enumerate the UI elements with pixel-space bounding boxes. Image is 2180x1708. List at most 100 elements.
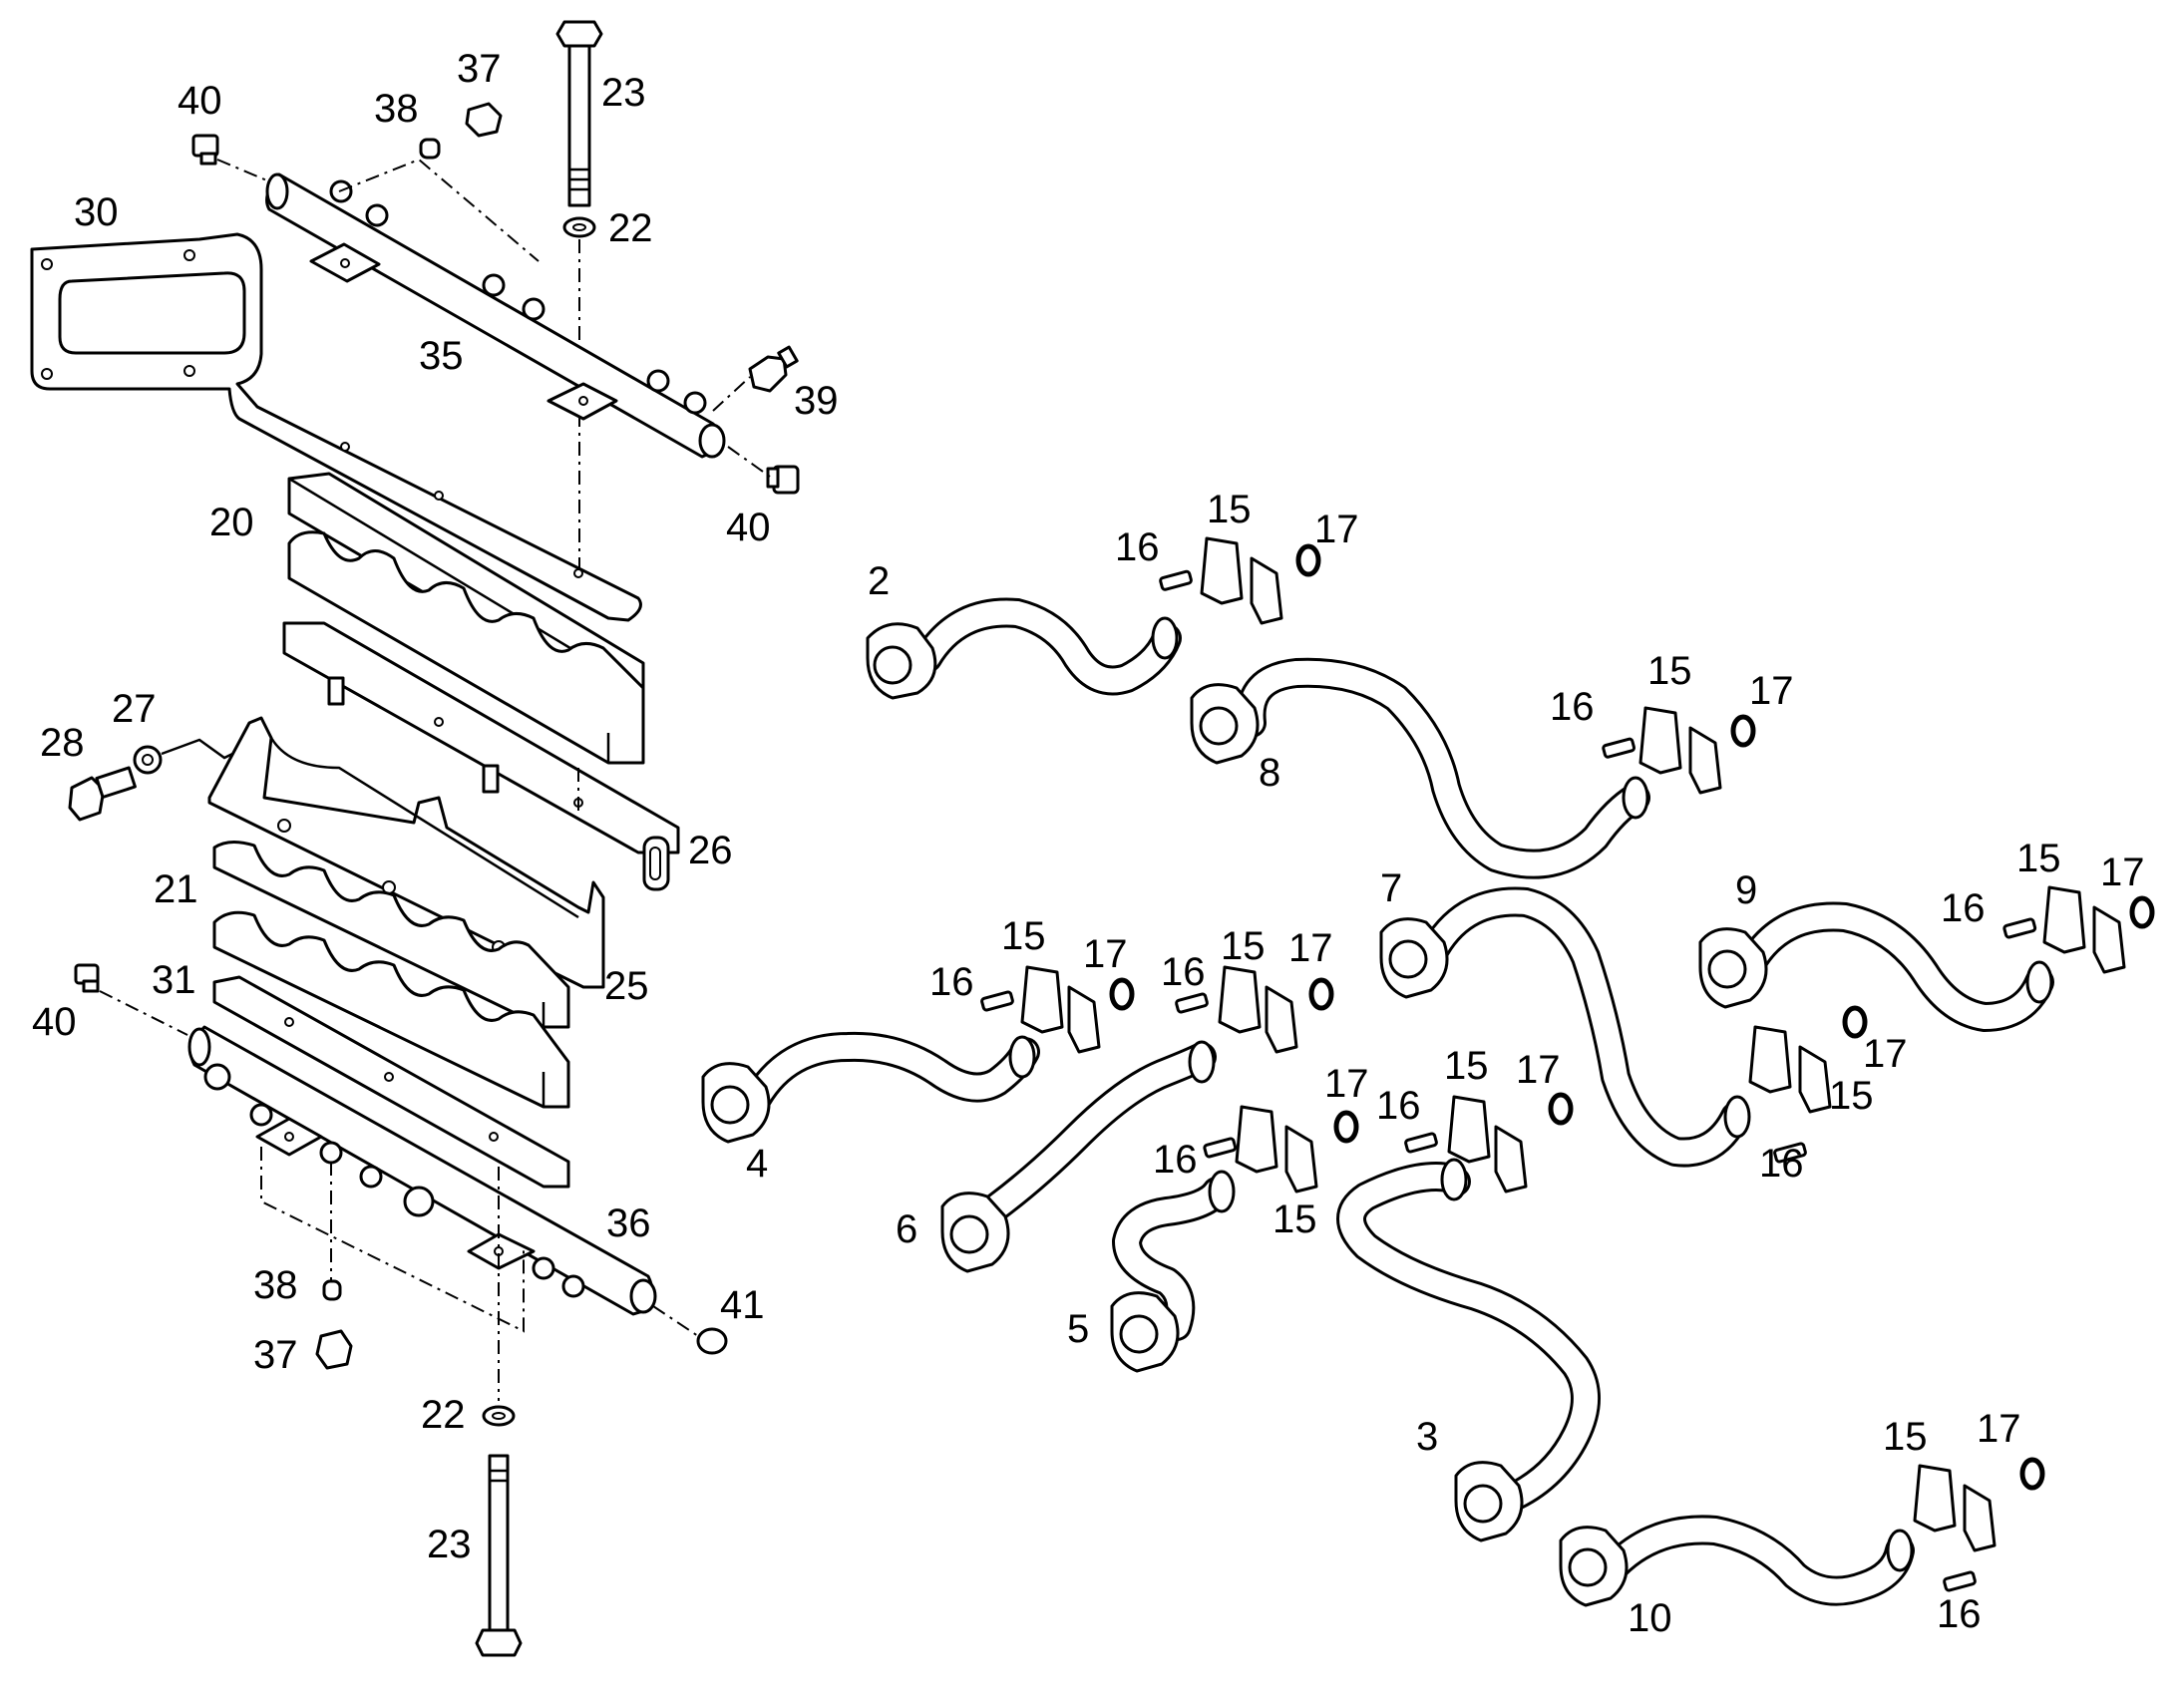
- plug-40-top-left: [191, 134, 219, 166]
- callout-15: 15: [1647, 649, 1692, 693]
- callout-17: 17: [1516, 1048, 1561, 1092]
- callout-35: 35: [419, 334, 464, 378]
- callout-30: 30: [74, 190, 119, 234]
- ring-17-p4: [1109, 977, 1135, 1011]
- callout-26: 26: [688, 829, 733, 872]
- ring-17-p6: [1308, 977, 1334, 1011]
- clamp-15-p9: [2042, 885, 2126, 974]
- callout-16: 16: [1759, 1142, 1804, 1186]
- callout-15: 15: [2016, 837, 2061, 880]
- clamp-15-p5: [1235, 1105, 1318, 1194]
- callout-9: 9: [1735, 868, 1757, 912]
- clamp-15-p6: [1218, 965, 1298, 1054]
- callout-37: 37: [253, 1333, 298, 1377]
- callout-15: 15: [1829, 1074, 1874, 1118]
- clamp-15-p7: [1748, 1025, 1832, 1114]
- pipe-7: [1379, 886, 1751, 1168]
- clamp-15-p2: [1200, 536, 1283, 625]
- ring-17-p9: [2129, 895, 2155, 929]
- clamp-21: [212, 841, 570, 1109]
- callout-40: 40: [178, 79, 222, 123]
- support-25: [207, 716, 605, 989]
- callout-16: 16: [1161, 950, 1206, 994]
- callout-16: 16: [1153, 1138, 1198, 1182]
- pipe-2: [866, 597, 1182, 700]
- ring-17-p2: [1295, 543, 1321, 577]
- pipe-3: [1336, 1158, 1601, 1542]
- callout-6: 6: [896, 1207, 917, 1251]
- clamp-15-p4: [1020, 965, 1101, 1054]
- rail-31: [187, 1025, 657, 1316]
- plug-40-right: [766, 465, 800, 495]
- callout-7: 7: [1380, 866, 1402, 910]
- callout-38: 38: [253, 1263, 298, 1307]
- callout-31: 31: [152, 958, 196, 1002]
- callout-17: 17: [1749, 669, 1794, 713]
- callout-15: 15: [1272, 1197, 1317, 1241]
- washer-27: [133, 745, 163, 775]
- callout-40: 40: [726, 506, 771, 549]
- bolt-23-lower: [475, 1454, 523, 1657]
- clamp-15-p3: [1447, 1095, 1528, 1194]
- callout-5: 5: [1067, 1307, 1089, 1351]
- callout-17: 17: [1314, 508, 1359, 551]
- ring-17-p8: [1730, 714, 1756, 748]
- ring-17-p7: [1842, 1005, 1868, 1039]
- callout-37: 37: [457, 47, 502, 91]
- callout-23: 23: [427, 1523, 472, 1566]
- callout-15: 15: [1221, 924, 1266, 968]
- callout-17: 17: [1083, 932, 1128, 976]
- plug-40-lower: [74, 963, 100, 993]
- bolt-16-p8: [1602, 737, 1636, 759]
- washer-22-lower: [482, 1405, 516, 1427]
- callout-4: 4: [746, 1142, 768, 1186]
- callout-28: 28: [40, 721, 85, 765]
- bolt-16-p6: [1175, 992, 1209, 1014]
- bolt-16-p3: [1404, 1132, 1438, 1154]
- callout-16: 16: [1550, 685, 1595, 729]
- callout-17: 17: [1324, 1062, 1369, 1106]
- callout-16: 16: [1937, 1592, 1982, 1636]
- callout-16: 16: [1941, 886, 1986, 930]
- bolt-28: [68, 766, 137, 822]
- callout-27: 27: [112, 687, 157, 731]
- washer-22-top: [562, 216, 596, 238]
- pipe-6: [940, 1040, 1217, 1273]
- bracket-26: [282, 621, 680, 891]
- callout-16: 16: [1115, 525, 1160, 569]
- callout-20: 20: [209, 501, 254, 544]
- bolt-16-p4: [980, 990, 1014, 1012]
- bolt-16-p7: [1773, 1142, 1807, 1164]
- rail-35: [265, 172, 726, 459]
- callout-8: 8: [1259, 751, 1280, 795]
- ring-17-p5: [1333, 1110, 1359, 1144]
- callout-2: 2: [868, 559, 890, 603]
- callout-36: 36: [606, 1201, 651, 1245]
- callout-23: 23: [601, 71, 646, 115]
- callout-41: 41: [720, 1283, 765, 1327]
- pipe-8: [1190, 657, 1650, 879]
- cap-41: [696, 1327, 728, 1355]
- clamp-15-p10: [1913, 1464, 1997, 1552]
- callout-21: 21: [154, 867, 198, 911]
- callout-15: 15: [1001, 914, 1046, 958]
- callout-17: 17: [2100, 851, 2145, 894]
- callout-16: 16: [1376, 1084, 1421, 1128]
- callout-22: 22: [608, 206, 653, 250]
- callout-40: 40: [32, 1000, 77, 1044]
- bolt-16-p5: [1203, 1137, 1238, 1159]
- callout-25: 25: [604, 964, 649, 1008]
- nut-37-lower: [315, 1329, 353, 1370]
- pipe-4: [701, 1031, 1040, 1144]
- gasket-bracket-30: [30, 232, 642, 622]
- callout-39: 39: [794, 379, 839, 423]
- callout-15: 15: [1207, 488, 1252, 531]
- clamp-20: [287, 472, 645, 765]
- callout-15: 15: [1883, 1415, 1928, 1459]
- plug-38-lower: [322, 1279, 342, 1301]
- pipe-10: [1559, 1515, 1915, 1607]
- ring-17-p10: [2019, 1457, 2045, 1491]
- callout-17: 17: [1863, 1032, 1908, 1076]
- callout-16: 16: [929, 960, 974, 1004]
